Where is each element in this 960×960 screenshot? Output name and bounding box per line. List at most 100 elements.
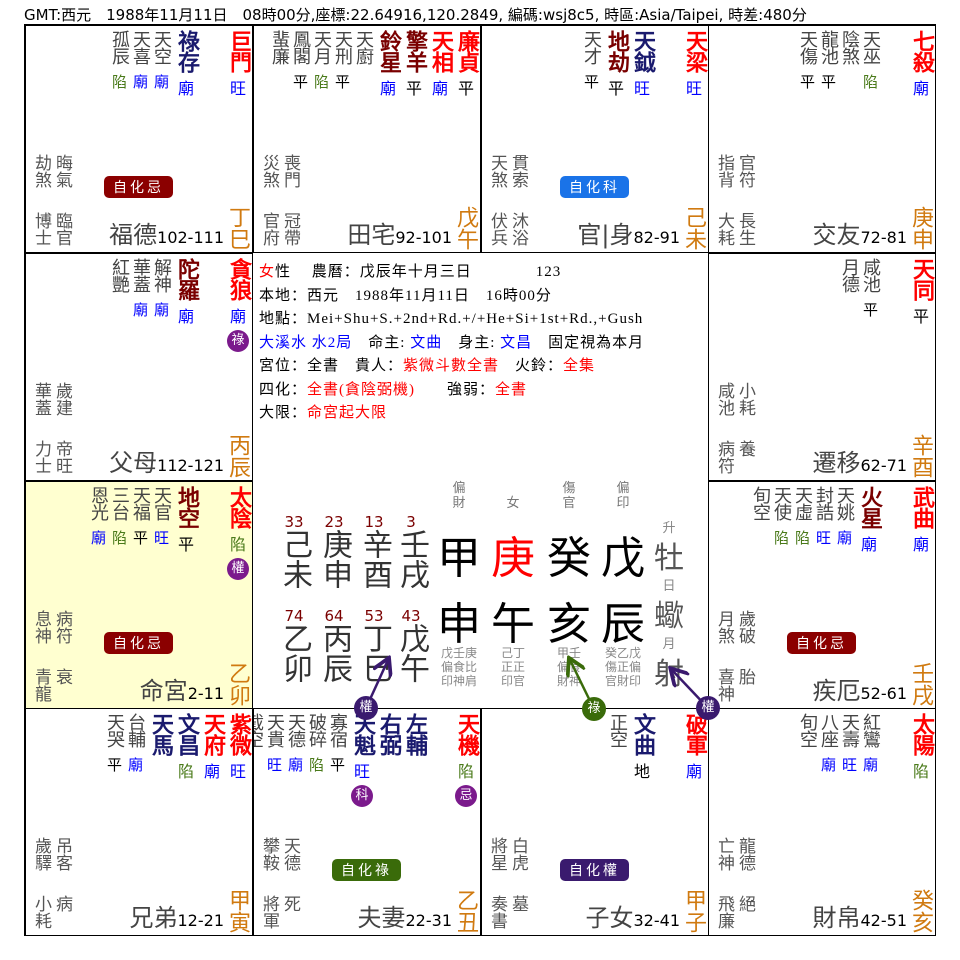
- star[interactable]: 龍池平: [818, 30, 839, 91]
- star[interactable]: 祿存廟: [174, 30, 199, 98]
- star[interactable]: 截空: [254, 713, 264, 774]
- star[interactable]: 天壽旺: [839, 713, 860, 774]
- star[interactable]: 天使陷: [771, 486, 792, 547]
- star[interactable]: 三台陷: [109, 486, 130, 547]
- star[interactable]: 恩光廟: [88, 486, 109, 547]
- star[interactable]: 台輔廟: [125, 713, 146, 774]
- hidden-stem: 印神肩: [440, 674, 478, 688]
- star[interactable]: 火星廟: [857, 486, 882, 554]
- pillar-tengod: 偏財: [452, 481, 466, 511]
- star[interactable]: 天月陷: [311, 30, 332, 91]
- star[interactable]: 天魁旺科: [350, 713, 375, 807]
- star-name: 巨門: [226, 30, 251, 72]
- star[interactable]: 天空廟: [151, 30, 172, 91]
- star[interactable]: 天刑平: [332, 30, 353, 91]
- star[interactable]: 正空: [607, 713, 628, 774]
- star-brightness: 陷: [111, 73, 127, 91]
- palace-夫妻[interactable]: 天機陷忌左輔 右弼 天魁旺科寡宿平破碎陷天德廟天貴旺截空 攀鞍天德將軍死自化祿夫…: [253, 708, 481, 936]
- star[interactable]: 地空平: [174, 486, 199, 554]
- star[interactable]: 太陰陷權: [226, 486, 251, 580]
- star[interactable]: 陀羅廟: [174, 258, 199, 326]
- star[interactable]: 鈴星廟: [376, 30, 401, 98]
- star[interactable]: 擎羊平: [402, 30, 427, 98]
- gods-lower: 官府冠帶: [257, 212, 300, 246]
- star[interactable]: 天貴旺: [264, 713, 285, 774]
- star[interactable]: 八座廟: [818, 713, 839, 774]
- star[interactable]: 咸池平: [860, 258, 881, 319]
- god-name: 亡神: [714, 837, 734, 871]
- star[interactable]: 天巫陷: [860, 30, 881, 91]
- star[interactable]: 封誥旺: [813, 486, 834, 547]
- star[interactable]: 破碎陷: [306, 713, 327, 774]
- star[interactable]: 旬空: [797, 713, 818, 774]
- star[interactable]: 天喜廟: [130, 30, 151, 91]
- pillar-stem: 庚: [491, 533, 535, 584]
- star[interactable]: 鳳閣平: [290, 30, 311, 91]
- star[interactable]: 天德廟: [285, 713, 306, 774]
- star[interactable]: 天廚: [353, 30, 374, 91]
- star[interactable]: 月德: [839, 258, 860, 319]
- star[interactable]: 寡宿平: [327, 713, 348, 774]
- dayun-ganzhi: 丁巳: [357, 623, 392, 683]
- pillar-tengod: 女: [506, 496, 520, 511]
- star[interactable]: 七殺廟: [909, 30, 934, 98]
- star[interactable]: 貪狼廟祿: [226, 258, 251, 352]
- star[interactable]: 天相廟: [428, 30, 453, 98]
- star[interactable]: 廉貞平: [454, 30, 479, 98]
- star[interactable]: 文昌陷: [174, 713, 199, 781]
- star[interactable]: 天虛陷: [792, 486, 813, 547]
- star[interactable]: 天姚廟: [834, 486, 855, 547]
- star[interactable]: 蜚廉: [269, 30, 290, 91]
- age-range: 82-91: [633, 228, 681, 247]
- star[interactable]: 陰煞: [839, 30, 860, 91]
- star[interactable]: 紫微旺: [226, 713, 251, 781]
- star-name: 天喜: [130, 30, 151, 64]
- star[interactable]: 紅艷: [109, 258, 130, 319]
- star[interactable]: 天府廟: [200, 713, 225, 781]
- star[interactable]: 天機陷忌: [454, 713, 479, 807]
- sihua-badge: 祿: [227, 330, 249, 352]
- star[interactable]: 文曲地: [630, 713, 655, 781]
- star[interactable]: 天鉞旺: [630, 30, 655, 98]
- star[interactable]: 左輔: [402, 713, 427, 781]
- star[interactable]: 紅鸞廟: [860, 713, 881, 774]
- info-line: 本地：西元 1988年11月11日 16時00分: [259, 284, 552, 305]
- star[interactable]: 破軍廟: [682, 713, 707, 781]
- star[interactable]: 孤辰陷: [109, 30, 130, 91]
- star[interactable]: 天官旺: [151, 486, 172, 547]
- palace-田宅[interactable]: 廉貞平天相廟擎羊平鈴星廟天廚 天刑平天月陷鳳閣平蜚廉 災煞喪門官府冠帶田宅92-…: [253, 25, 481, 253]
- god-name: 官府: [259, 212, 279, 246]
- star[interactable]: 右弼: [376, 713, 401, 781]
- god-name: 大耗: [714, 212, 734, 246]
- star[interactable]: 太陽陷: [909, 713, 934, 781]
- star[interactable]: 天同平: [909, 258, 934, 326]
- star[interactable]: 天才平: [581, 30, 602, 91]
- palace-title: 交友72-81: [813, 215, 908, 250]
- star[interactable]: 武曲廟: [909, 486, 934, 554]
- star[interactable]: 華蓋廟: [130, 258, 151, 319]
- palace-title: 福德102-111: [109, 215, 224, 250]
- star[interactable]: 地劫平: [604, 30, 629, 98]
- star[interactable]: 天馬: [148, 713, 173, 781]
- star[interactable]: 旬空: [750, 486, 771, 547]
- star[interactable]: 巨門旺: [226, 30, 251, 98]
- god-name: 劫煞: [31, 154, 51, 188]
- star-name: 火星: [857, 486, 882, 528]
- sign-label: 月: [662, 637, 676, 652]
- star[interactable]: 天傷平: [797, 30, 818, 91]
- star[interactable]: 天哭平: [104, 713, 125, 774]
- star[interactable]: 天梁旺: [682, 30, 707, 98]
- star-brightness: [254, 756, 256, 774]
- star[interactable]: 天福平: [130, 486, 151, 547]
- star[interactable]: 解神廟: [151, 258, 172, 319]
